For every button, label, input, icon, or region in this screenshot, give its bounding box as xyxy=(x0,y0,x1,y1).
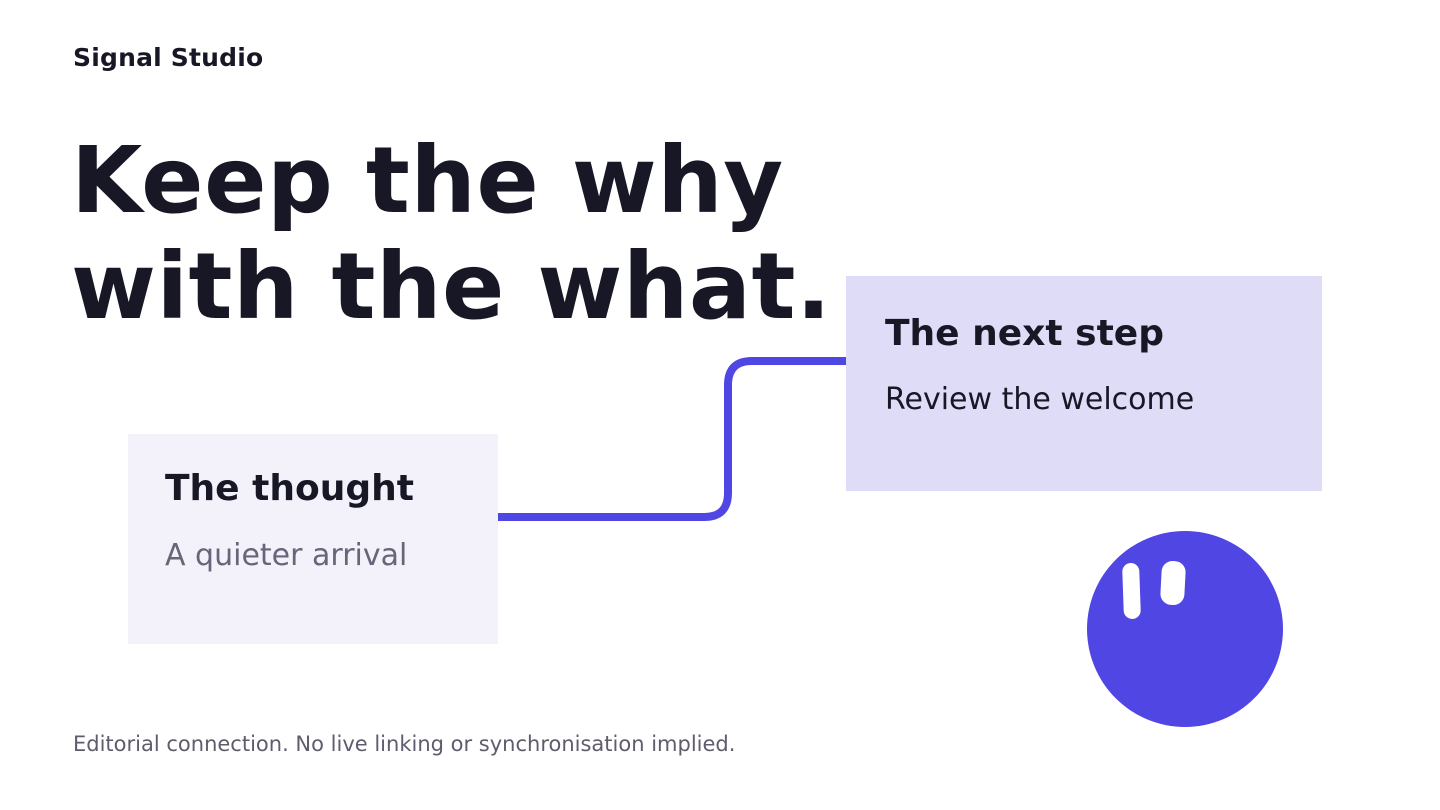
thought-card-title: The thought xyxy=(165,468,414,509)
next-step-card-title: The next step xyxy=(885,313,1164,354)
thought-card-body: A quieter arrival xyxy=(165,538,408,573)
page-headline: Keep the why with the what. xyxy=(71,128,831,340)
footnote: Editorial connection. No live linking or… xyxy=(73,732,736,756)
brand-name: Signal Studio xyxy=(73,43,264,72)
thought-card: The thought A quieter arrival xyxy=(128,434,498,644)
next-step-card: The next step Review the welcome xyxy=(846,276,1322,491)
mascot-icon xyxy=(1087,531,1283,727)
next-step-card-body: Review the welcome xyxy=(885,382,1195,417)
headline-line-1: Keep the why xyxy=(71,127,784,234)
headline-line-2: with the what. xyxy=(71,233,832,340)
